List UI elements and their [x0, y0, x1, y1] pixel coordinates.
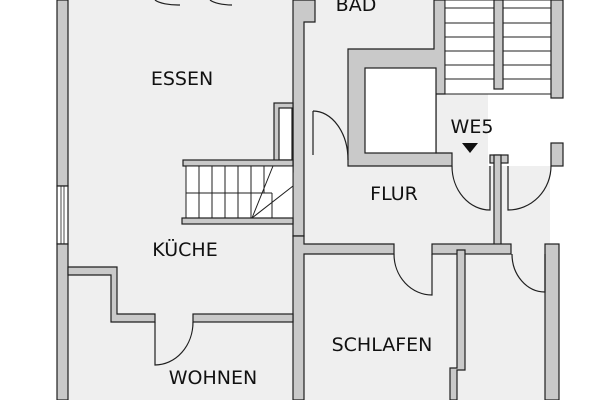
wall-schlafen-right: [449, 249, 466, 400]
door-balcony: [154, 0, 233, 6]
door-wohnen: [154, 321, 194, 366]
exterior-wall-right: [544, 243, 560, 400]
room-label-wohnen: WOHNEN: [169, 367, 257, 389]
room-label-flur: FLUR: [370, 183, 418, 205]
door-entry-left: [451, 165, 491, 211]
room-label-bad: BAD: [336, 0, 377, 16]
main-staircase: [444, 0, 564, 99]
door-schlafen: [393, 253, 433, 296]
entry-wall-stub: [550, 142, 564, 167]
internal-staircase: [181, 159, 294, 225]
door-bad: [312, 110, 349, 161]
room-label-essen: ESSEN: [151, 68, 213, 90]
unit-label: WE5: [451, 116, 494, 138]
door-entry-right: [507, 165, 552, 211]
exterior-wall-left: [56, 0, 69, 187]
wall-schlafen-top: [431, 243, 512, 255]
wall-flur-right: [493, 154, 502, 246]
room-label-kueche: KÜCHE: [152, 238, 217, 261]
alcove-shaft: [278, 107, 293, 161]
wall-kueche-wohnen: [192, 313, 294, 323]
room-label-schlafen: SCHLAFEN: [332, 334, 433, 356]
shaft-room: [364, 67, 437, 154]
window-left: [56, 185, 69, 245]
door-right-room: [511, 253, 546, 293]
entrance-arrow-icon: [462, 143, 478, 153]
exterior-wall-left-lower: [56, 243, 69, 400]
